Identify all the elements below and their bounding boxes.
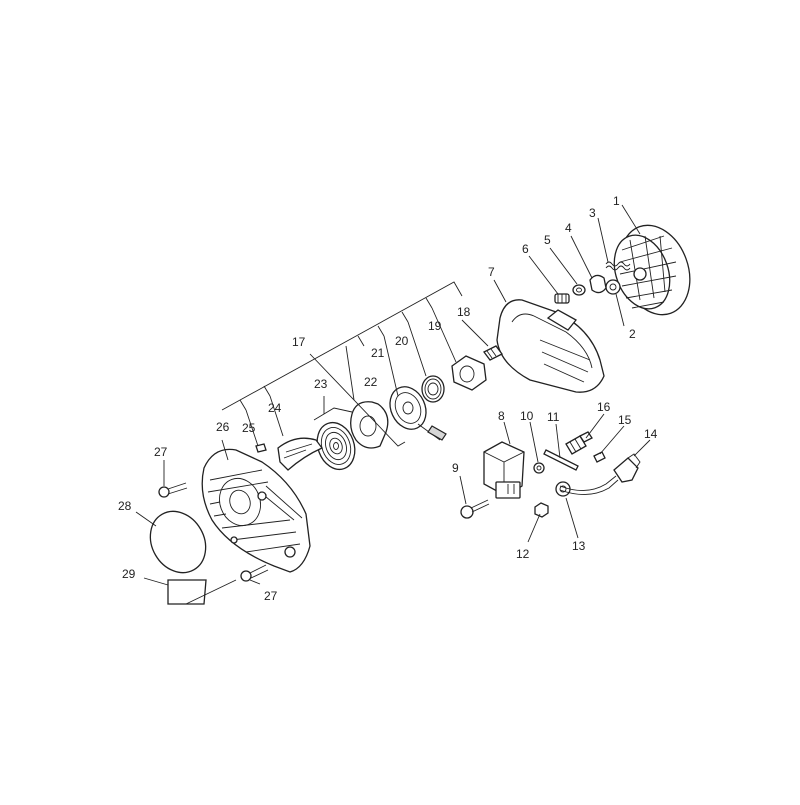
callout-3: 3 bbox=[589, 206, 596, 220]
callout-27-bottom: 27 bbox=[264, 589, 278, 603]
callout-1: 1 bbox=[613, 194, 620, 208]
part-9-bolt bbox=[460, 499, 490, 519]
callout-13: 13 bbox=[572, 539, 586, 553]
callout-9: 9 bbox=[452, 461, 459, 475]
leader-lines bbox=[135, 204, 651, 605]
part-1-flywheel bbox=[613, 224, 691, 316]
callout-10: 10 bbox=[520, 409, 534, 423]
part-28-disc bbox=[149, 510, 207, 574]
callout-12: 12 bbox=[516, 547, 530, 561]
callout-5: 5 bbox=[544, 233, 551, 247]
part-27b-screw bbox=[240, 564, 269, 582]
part-23-recoil-spring bbox=[316, 421, 356, 471]
callout-23: 23 bbox=[314, 377, 328, 391]
part-15-terminal bbox=[593, 451, 606, 463]
callout-22: 22 bbox=[364, 375, 378, 389]
part-11-rod bbox=[543, 449, 579, 471]
part-24-starter-handle bbox=[277, 437, 324, 471]
callout-28: 28 bbox=[118, 499, 132, 513]
callout-7: 7 bbox=[488, 265, 495, 279]
callout-4: 4 bbox=[565, 221, 572, 235]
part-18-screw bbox=[483, 345, 503, 361]
callout-20: 20 bbox=[395, 334, 409, 348]
part-26-starter-cover bbox=[201, 448, 311, 573]
part-2-nut bbox=[605, 279, 621, 295]
part-6-screw bbox=[554, 293, 570, 304]
callout-6: 6 bbox=[522, 242, 529, 256]
callout-2: 2 bbox=[629, 327, 636, 341]
callout-16: 16 bbox=[597, 400, 611, 414]
part-10-washer bbox=[533, 462, 545, 474]
callout-14: 14 bbox=[644, 427, 658, 441]
part-20-spring bbox=[421, 375, 445, 403]
callout-18: 18 bbox=[457, 305, 471, 319]
part-5-washer bbox=[572, 284, 586, 296]
callout-21: 21 bbox=[371, 346, 385, 360]
part-8-ignition-coil bbox=[483, 441, 525, 499]
callout-11: 11 bbox=[547, 410, 560, 424]
callout-17: 17 bbox=[292, 335, 306, 349]
callout-26: 26 bbox=[216, 420, 230, 434]
part-12-nut bbox=[534, 502, 549, 518]
callout-25: 25 bbox=[242, 421, 256, 435]
callout-27-top: 27 bbox=[154, 445, 168, 459]
part-14-plug-cap bbox=[559, 453, 641, 495]
callout-24: 24 bbox=[268, 401, 282, 415]
part-19-pulley-nut bbox=[451, 355, 487, 391]
part-4-pawl bbox=[589, 274, 607, 294]
part-21-rope-pulley bbox=[389, 386, 447, 441]
callout-numbers: 1 2 3 4 5 6 7 8 9 10 11 12 13 14 15 16 1… bbox=[118, 194, 658, 603]
callout-15: 15 bbox=[618, 413, 632, 427]
part-29-label bbox=[167, 579, 207, 605]
part-7-housing bbox=[496, 299, 605, 393]
callout-29: 29 bbox=[122, 567, 136, 581]
part-25-pin bbox=[255, 443, 267, 453]
callout-8: 8 bbox=[498, 409, 505, 423]
part-22-ratchet-plate bbox=[350, 401, 389, 449]
part-27a-screw bbox=[158, 482, 188, 498]
callout-19: 19 bbox=[428, 319, 442, 333]
part-3-spring bbox=[605, 261, 631, 271]
